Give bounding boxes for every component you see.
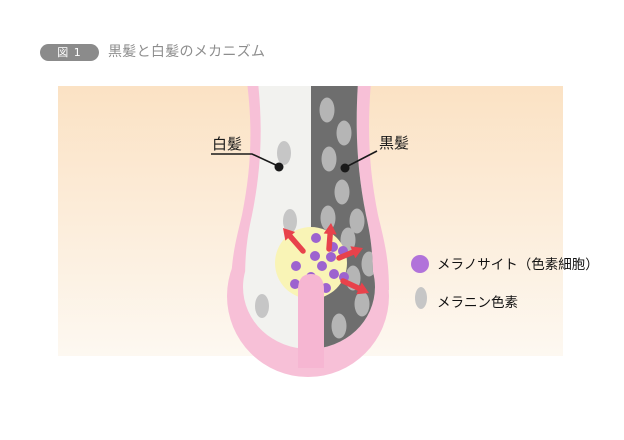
melanocyte-swatch bbox=[411, 255, 429, 273]
arrow-shaft bbox=[326, 229, 334, 252]
melanin-pigment-layer bbox=[255, 97, 375, 339]
arrow-head bbox=[283, 228, 296, 241]
white-hair-label: 白髪 bbox=[212, 135, 242, 153]
melanocyte-dot bbox=[326, 252, 336, 262]
arrow-head bbox=[323, 223, 337, 235]
melanocyte-dot bbox=[291, 261, 301, 271]
melanocyte-dot bbox=[329, 269, 339, 279]
arrow-shaft bbox=[340, 278, 364, 292]
legend-label-melanin: メラニン色素 bbox=[437, 294, 518, 311]
white-hair-leader-dot bbox=[274, 162, 284, 172]
melanin-pigment bbox=[319, 97, 335, 123]
melanin-pigment bbox=[320, 205, 336, 231]
melanocyte-dot bbox=[310, 251, 320, 261]
melanin-pigment bbox=[334, 179, 350, 205]
melanocyte-dot bbox=[311, 233, 321, 243]
melanocyte-dot bbox=[317, 261, 327, 271]
melanin-swatch bbox=[415, 287, 427, 309]
figure-title: 黒髪と白髪のメカニズム bbox=[108, 44, 266, 60]
melanin-pigment bbox=[336, 120, 352, 146]
melanin-pigment bbox=[321, 146, 337, 172]
melanocyte-dot bbox=[290, 279, 300, 289]
melanin-pigment bbox=[255, 294, 269, 318]
callout-black-hair: 黒髪 bbox=[340, 134, 409, 173]
white-hair-leader-line bbox=[211, 153, 279, 167]
hair-follicle bbox=[227, 86, 389, 377]
legend: メラノサイト（色素細胞） メラニン色素 bbox=[411, 255, 599, 311]
arrow-shaft bbox=[286, 232, 306, 254]
black-hair-leader-dot bbox=[340, 163, 350, 173]
black-hair-label: 黒髪 bbox=[379, 134, 409, 152]
arrow-head bbox=[350, 246, 363, 259]
black-hair-leader-line bbox=[345, 150, 378, 168]
callout-white-hair: 白髪 bbox=[211, 135, 284, 172]
arrow-shaft bbox=[336, 248, 358, 261]
melanin-pigment bbox=[354, 291, 370, 317]
melanin-pigment bbox=[277, 141, 291, 165]
figure-number-badge: 図 1 bbox=[40, 44, 99, 61]
melanin-pigment bbox=[331, 313, 347, 339]
legend-label-melanocyte: メラノサイト（色素細胞） bbox=[437, 256, 599, 273]
melanin-pigment bbox=[283, 209, 297, 233]
melanin-pigment bbox=[349, 208, 365, 234]
arrow-head bbox=[356, 282, 369, 295]
dermal-papilla bbox=[298, 274, 324, 368]
pigment-transfer-arrows bbox=[283, 223, 369, 295]
